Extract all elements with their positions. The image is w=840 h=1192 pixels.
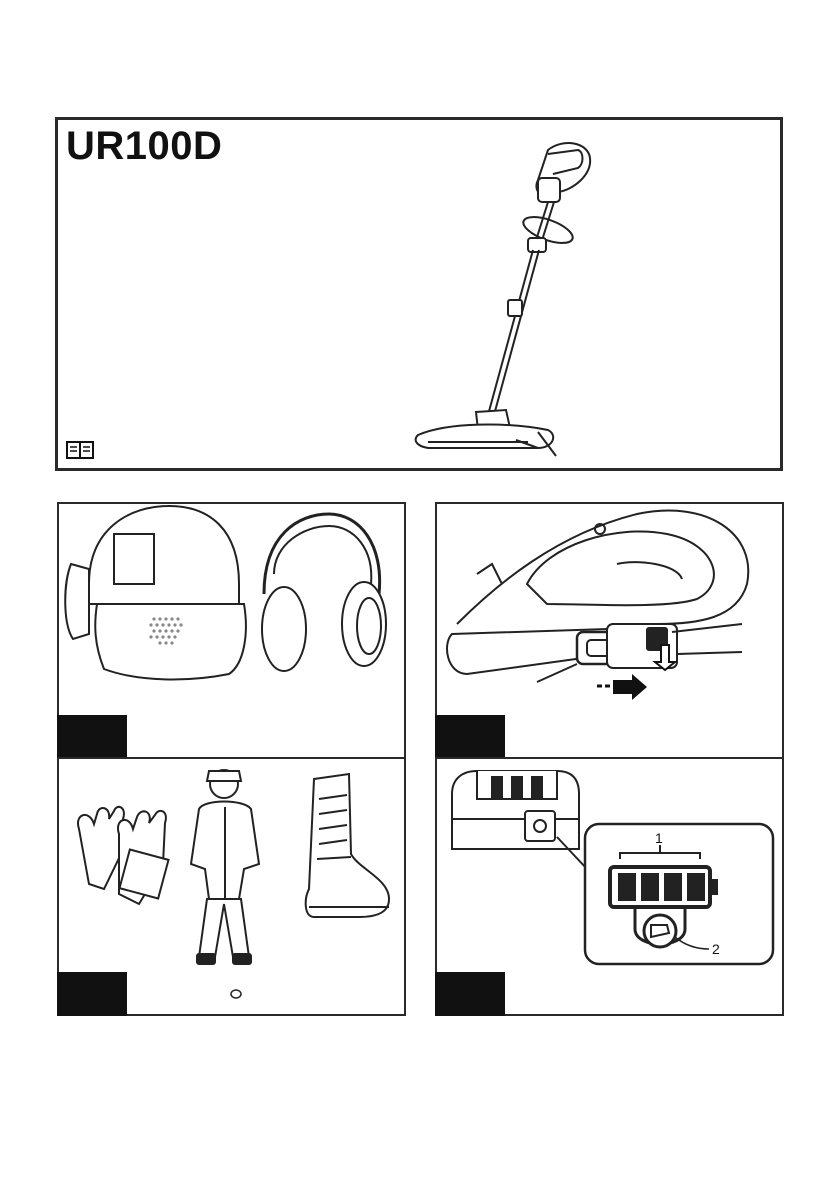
figure-4: 1 2 [435,757,784,1016]
figure-1-tag [57,715,127,759]
cover-panel: UR100D [55,117,783,471]
model-title: UR100D [66,122,222,170]
figure-3-tag [57,972,127,1016]
figure-2-tag [435,715,505,759]
figure-3 [57,757,406,1016]
string-trimmer-illustration [398,130,598,460]
figure-4-tag [435,972,505,1016]
figure-2 [435,502,784,759]
callout-2: 2 [712,941,720,957]
book-icon [66,440,94,460]
figure-1 [57,502,406,759]
callout-1: 1 [655,830,663,846]
